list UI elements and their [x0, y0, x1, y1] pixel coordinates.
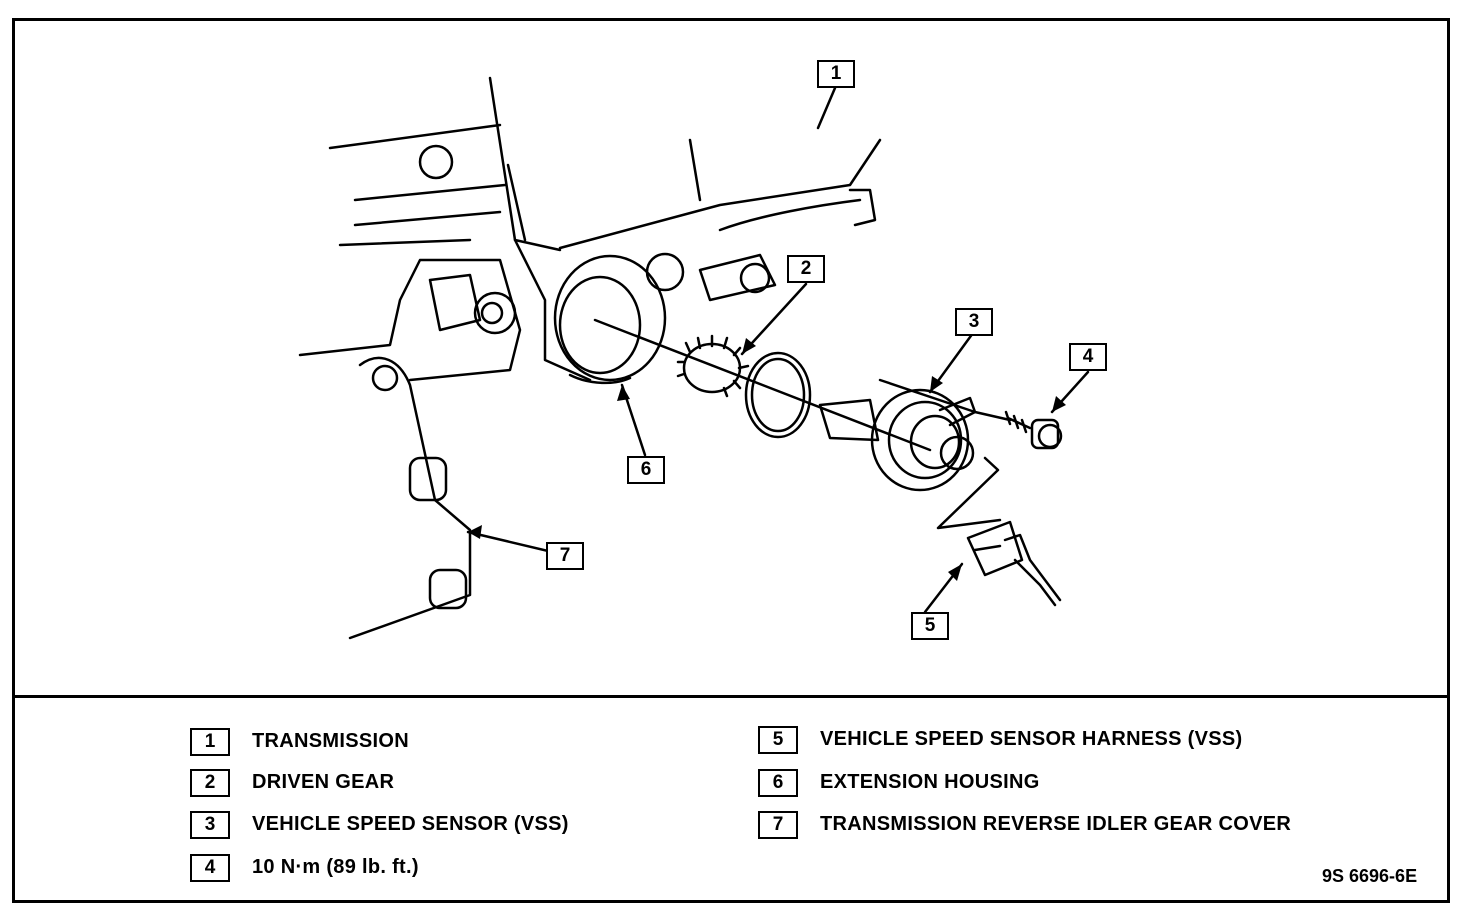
callout-3: 3	[955, 308, 993, 336]
callout-4: 4	[1069, 343, 1107, 371]
leader-lines	[466, 86, 1090, 614]
transmission-case	[298, 76, 882, 382]
legend-label: VEHICLE SPEED SENSOR HARNESS (VSS)	[820, 728, 1243, 750]
legend-label: 10 N·m (89 lb. ft.)	[252, 856, 419, 878]
leader-arrowheads	[468, 338, 1066, 581]
driven-gear	[676, 334, 750, 398]
figure-id: 9S 6696-6E	[1322, 866, 1418, 886]
callout-6: 6	[627, 456, 665, 484]
o-ring-seal	[744, 351, 812, 439]
callout-5: 5	[911, 612, 949, 640]
legend-divider	[12, 695, 1450, 698]
legend-label: VEHICLE SPEED SENSOR (VSS)	[252, 813, 569, 835]
legend-number: 4	[190, 854, 230, 882]
mounting-bolt	[1004, 410, 1063, 450]
reverse-idler-gear-cover	[348, 356, 472, 640]
legend-number: 7	[758, 811, 798, 839]
diagram-frame	[12, 18, 1450, 903]
legend-number: 6	[758, 769, 798, 797]
transmission-exploded-view	[298, 76, 1090, 640]
legend-label: TRANSMISSION	[252, 730, 409, 752]
legend-label: EXTENSION HOUSING	[820, 771, 1040, 793]
legend-number: 3	[190, 811, 230, 839]
legend-number: 2	[190, 769, 230, 797]
legend-number: 1	[190, 728, 230, 756]
legend-label: TRANSMISSION REVERSE IDLER GEAR COVER	[820, 813, 1292, 835]
callout-7: 7	[546, 542, 584, 570]
legend-label: DRIVEN GEAR	[252, 771, 395, 793]
callout-2: 2	[787, 255, 825, 283]
legend-number: 5	[758, 726, 798, 754]
sensor-harness-connector	[936, 456, 1062, 607]
vehicle-speed-sensor	[818, 378, 1012, 492]
callout-1: 1	[817, 60, 855, 88]
